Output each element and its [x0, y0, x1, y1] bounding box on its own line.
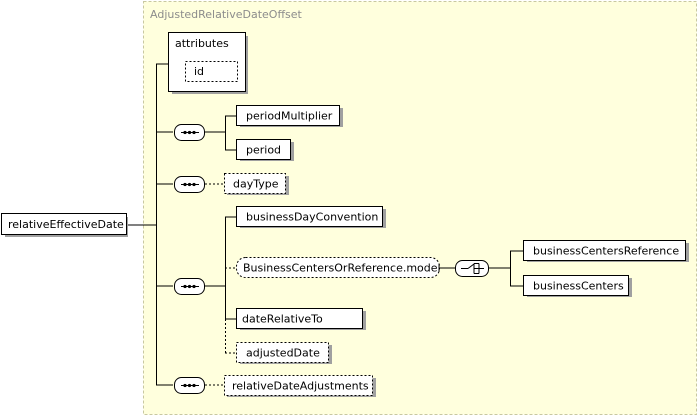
attribute-id-box[interactable]: [185, 61, 238, 82]
business-centers-or-reference-label: BusinessCentersOrReference.model: [243, 262, 441, 275]
attributes-box[interactable]: attributes id: [168, 32, 249, 95]
root-element[interactable]: relativeEffectiveDate: [1, 213, 129, 238]
element-date-relative-to[interactable]: dateRelativeTo: [236, 308, 367, 331]
element-business-centers[interactable]: businessCenters: [523, 275, 633, 298]
connectors: [128, 63, 524, 386]
choice-compositor: [455, 260, 489, 277]
business-day-convention-label: businessDayConvention: [246, 211, 378, 224]
element-period[interactable]: period: [236, 139, 295, 162]
date-relative-to-label: dateRelativeTo: [242, 313, 323, 326]
period-label: period: [246, 144, 281, 157]
sequence-compositor-3: [174, 278, 205, 295]
day-type-label: dayType: [233, 178, 279, 191]
sequence-compositor-2: [174, 176, 205, 193]
element-period-multiplier[interactable]: periodMultiplier: [236, 105, 344, 128]
element-relative-date-adjustments[interactable]: relativeDateAdjustments: [224, 375, 377, 398]
root-element-label: relativeEffectiveDate: [8, 218, 124, 231]
period-multiplier-label: periodMultiplier: [246, 110, 333, 123]
sequence-compositor-4: [174, 377, 205, 394]
adjusted-date-label: adjustedDate: [246, 347, 320, 360]
business-centers-label: businessCenters: [533, 280, 624, 293]
sequence-compositor-1: [174, 124, 205, 141]
relative-date-adjustments-label: relativeDateAdjustments: [232, 380, 369, 393]
model-group-business-centers-or-reference[interactable]: BusinessCentersOrReference.model: [236, 257, 441, 278]
business-centers-reference-label: businessCentersReference: [533, 245, 679, 258]
element-day-type[interactable]: dayType: [224, 173, 290, 196]
attribute-id-label: id: [194, 65, 204, 78]
element-business-centers-reference[interactable]: businessCentersReference: [523, 240, 690, 263]
attributes-title: attributes: [175, 37, 229, 50]
element-business-day-convention[interactable]: businessDayConvention: [236, 206, 387, 229]
element-adjusted-date[interactable]: adjustedDate: [236, 342, 333, 365]
type-name-label: AdjustedRelativeDateOffset: [150, 8, 303, 21]
